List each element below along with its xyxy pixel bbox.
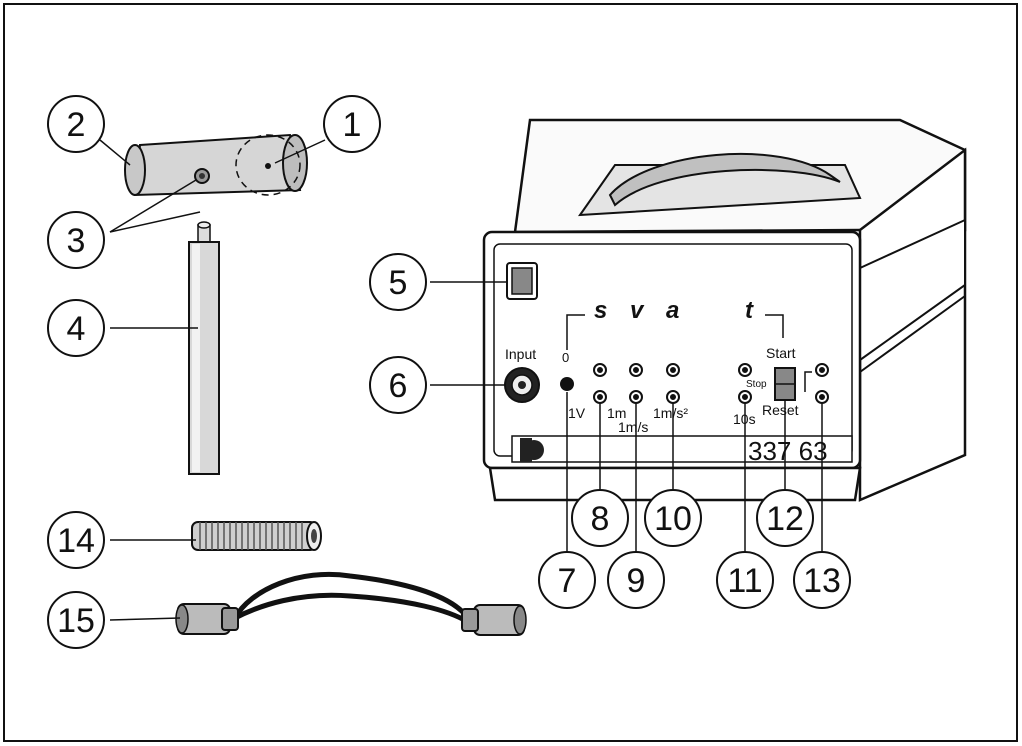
start-label: Start [766,345,796,361]
unit-1m-label: 1m [607,405,626,421]
callout-11: 11 [727,562,762,600]
callout-circles [47,95,851,649]
output-sockets[interactable] [593,363,829,404]
leader-lines [99,139,823,621]
input-socket[interactable] [504,367,540,403]
power-switch[interactable] [506,262,538,300]
callout-7: 7 [558,562,577,600]
callout-6: 6 [389,367,408,405]
axis-a-label: a [666,297,679,324]
callout-numbers: 1 2 3 4 5 6 7 8 9 10 11 12 13 14 15 [57,106,841,640]
zero-label: 0 [562,350,569,365]
callout-1: 1 [343,106,362,144]
axis-v-label: v [630,297,645,324]
unit-1v-label: 1V [568,405,586,421]
callout-3: 3 [67,222,86,260]
callout-13: 13 [803,562,841,600]
diagram-frame [3,3,1018,742]
zero-socket[interactable] [560,377,574,391]
stop-label: Stop [746,379,767,390]
callout-10: 10 [654,500,692,538]
support-rod [188,221,220,475]
callout-14: 14 [57,522,95,560]
callout-15: 15 [57,602,95,640]
start-bracket [804,371,812,392]
sensor-cylinder [124,133,308,197]
axis-t-label: t [745,297,754,324]
callout-5: 5 [389,264,408,302]
callout-2: 2 [67,106,86,144]
unit-1ms2-label: 1m/s² [653,405,688,421]
axis-s-label: s [594,297,607,324]
reset-label: Reset [762,402,799,418]
t-bracket [765,314,784,338]
connection-cable [175,571,527,636]
unit-1ms-label: 1m/s [618,419,648,435]
callout-12: 12 [766,500,804,538]
timer-device [482,118,967,502]
callout-8: 8 [591,500,610,538]
spring-adapter [191,521,322,551]
sva-bracket [566,314,585,350]
callout-4: 4 [67,310,86,348]
start-stop-switch[interactable] [774,367,796,401]
input-label: Input [505,346,536,362]
model-number: 337 63 [748,436,828,466]
callout-9: 9 [627,562,646,600]
